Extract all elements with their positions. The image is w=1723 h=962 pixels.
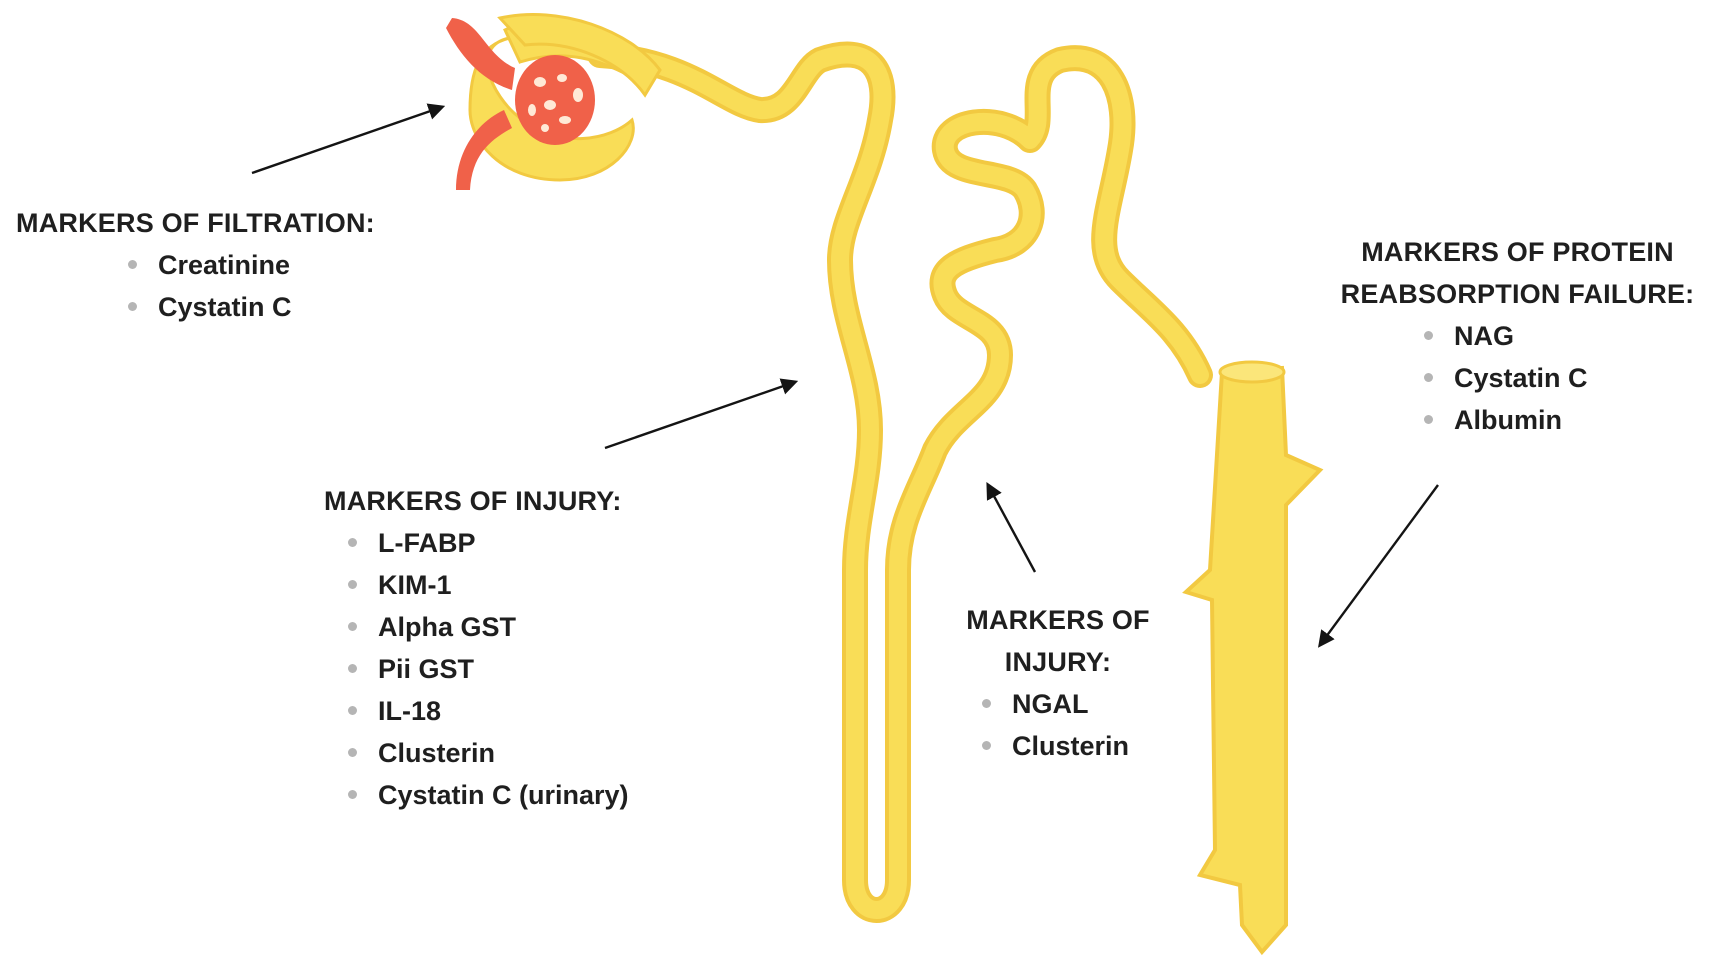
arrow-injury-main <box>605 382 795 448</box>
bullet-icon <box>1424 331 1433 340</box>
list-item: Clusterin <box>342 732 629 774</box>
list-item: Cystatin C <box>1418 357 1715 399</box>
protein-list: NAG Cystatin C Albumin <box>1418 315 1715 441</box>
list-item: L-FABP <box>342 522 629 564</box>
list-item: KIM-1 <box>342 564 629 606</box>
bullet-icon <box>982 741 991 750</box>
arrow-injury-distal <box>988 485 1035 572</box>
bullet-icon <box>348 622 357 631</box>
list-item: Clusterin <box>976 725 1158 767</box>
bullet-icon <box>982 699 991 708</box>
bullet-icon <box>128 260 137 269</box>
injury-distal-list: NGAL Clusterin <box>976 683 1158 767</box>
bullet-icon <box>348 706 357 715</box>
list-item: IL-18 <box>342 690 629 732</box>
filtration-panel: MARKERS OF FILTRATION: Creatinine Cystat… <box>16 202 375 328</box>
list-item: Creatinine <box>122 244 375 286</box>
bullet-icon <box>1424 373 1433 382</box>
collecting-duct <box>1186 362 1320 952</box>
bullet-icon <box>348 580 357 589</box>
renal-tubule <box>600 55 1200 910</box>
injury-main-list: L-FABP KIM-1 Alpha GST Pii GST IL-18 Clu… <box>342 522 629 816</box>
list-item: Cystatin C <box>122 286 375 328</box>
injury-main-panel: MARKERS OF INJURY: L-FABP KIM-1 Alpha GS… <box>324 480 629 816</box>
bullet-icon <box>128 302 137 311</box>
injury-distal-title: MARKERS OF INJURY: <box>958 599 1158 683</box>
list-item: Alpha GST <box>342 606 629 648</box>
list-item: Pii GST <box>342 648 629 690</box>
bullet-icon <box>1424 415 1433 424</box>
injury-distal-panel: MARKERS OF INJURY: NGAL Clusterin <box>958 599 1158 767</box>
list-item: NAG <box>1418 315 1715 357</box>
filtration-list: Creatinine Cystatin C <box>122 244 375 328</box>
injury-main-title: MARKERS OF INJURY: <box>324 480 629 522</box>
arrow-filtration <box>252 107 442 173</box>
list-item: Cystatin C (urinary) <box>342 774 629 816</box>
bullet-icon <box>348 538 357 547</box>
bullet-icon <box>348 664 357 673</box>
protein-title: MARKERS OF PROTEIN REABSORPTION FAILURE: <box>1320 231 1715 315</box>
list-item: NGAL <box>976 683 1158 725</box>
bullet-icon <box>348 748 357 757</box>
filtration-title: MARKERS OF FILTRATION: <box>16 202 375 244</box>
list-item: Albumin <box>1418 399 1715 441</box>
protein-panel: MARKERS OF PROTEIN REABSORPTION FAILURE:… <box>1320 231 1715 441</box>
bullet-icon <box>348 790 357 799</box>
arrow-protein <box>1320 485 1438 645</box>
